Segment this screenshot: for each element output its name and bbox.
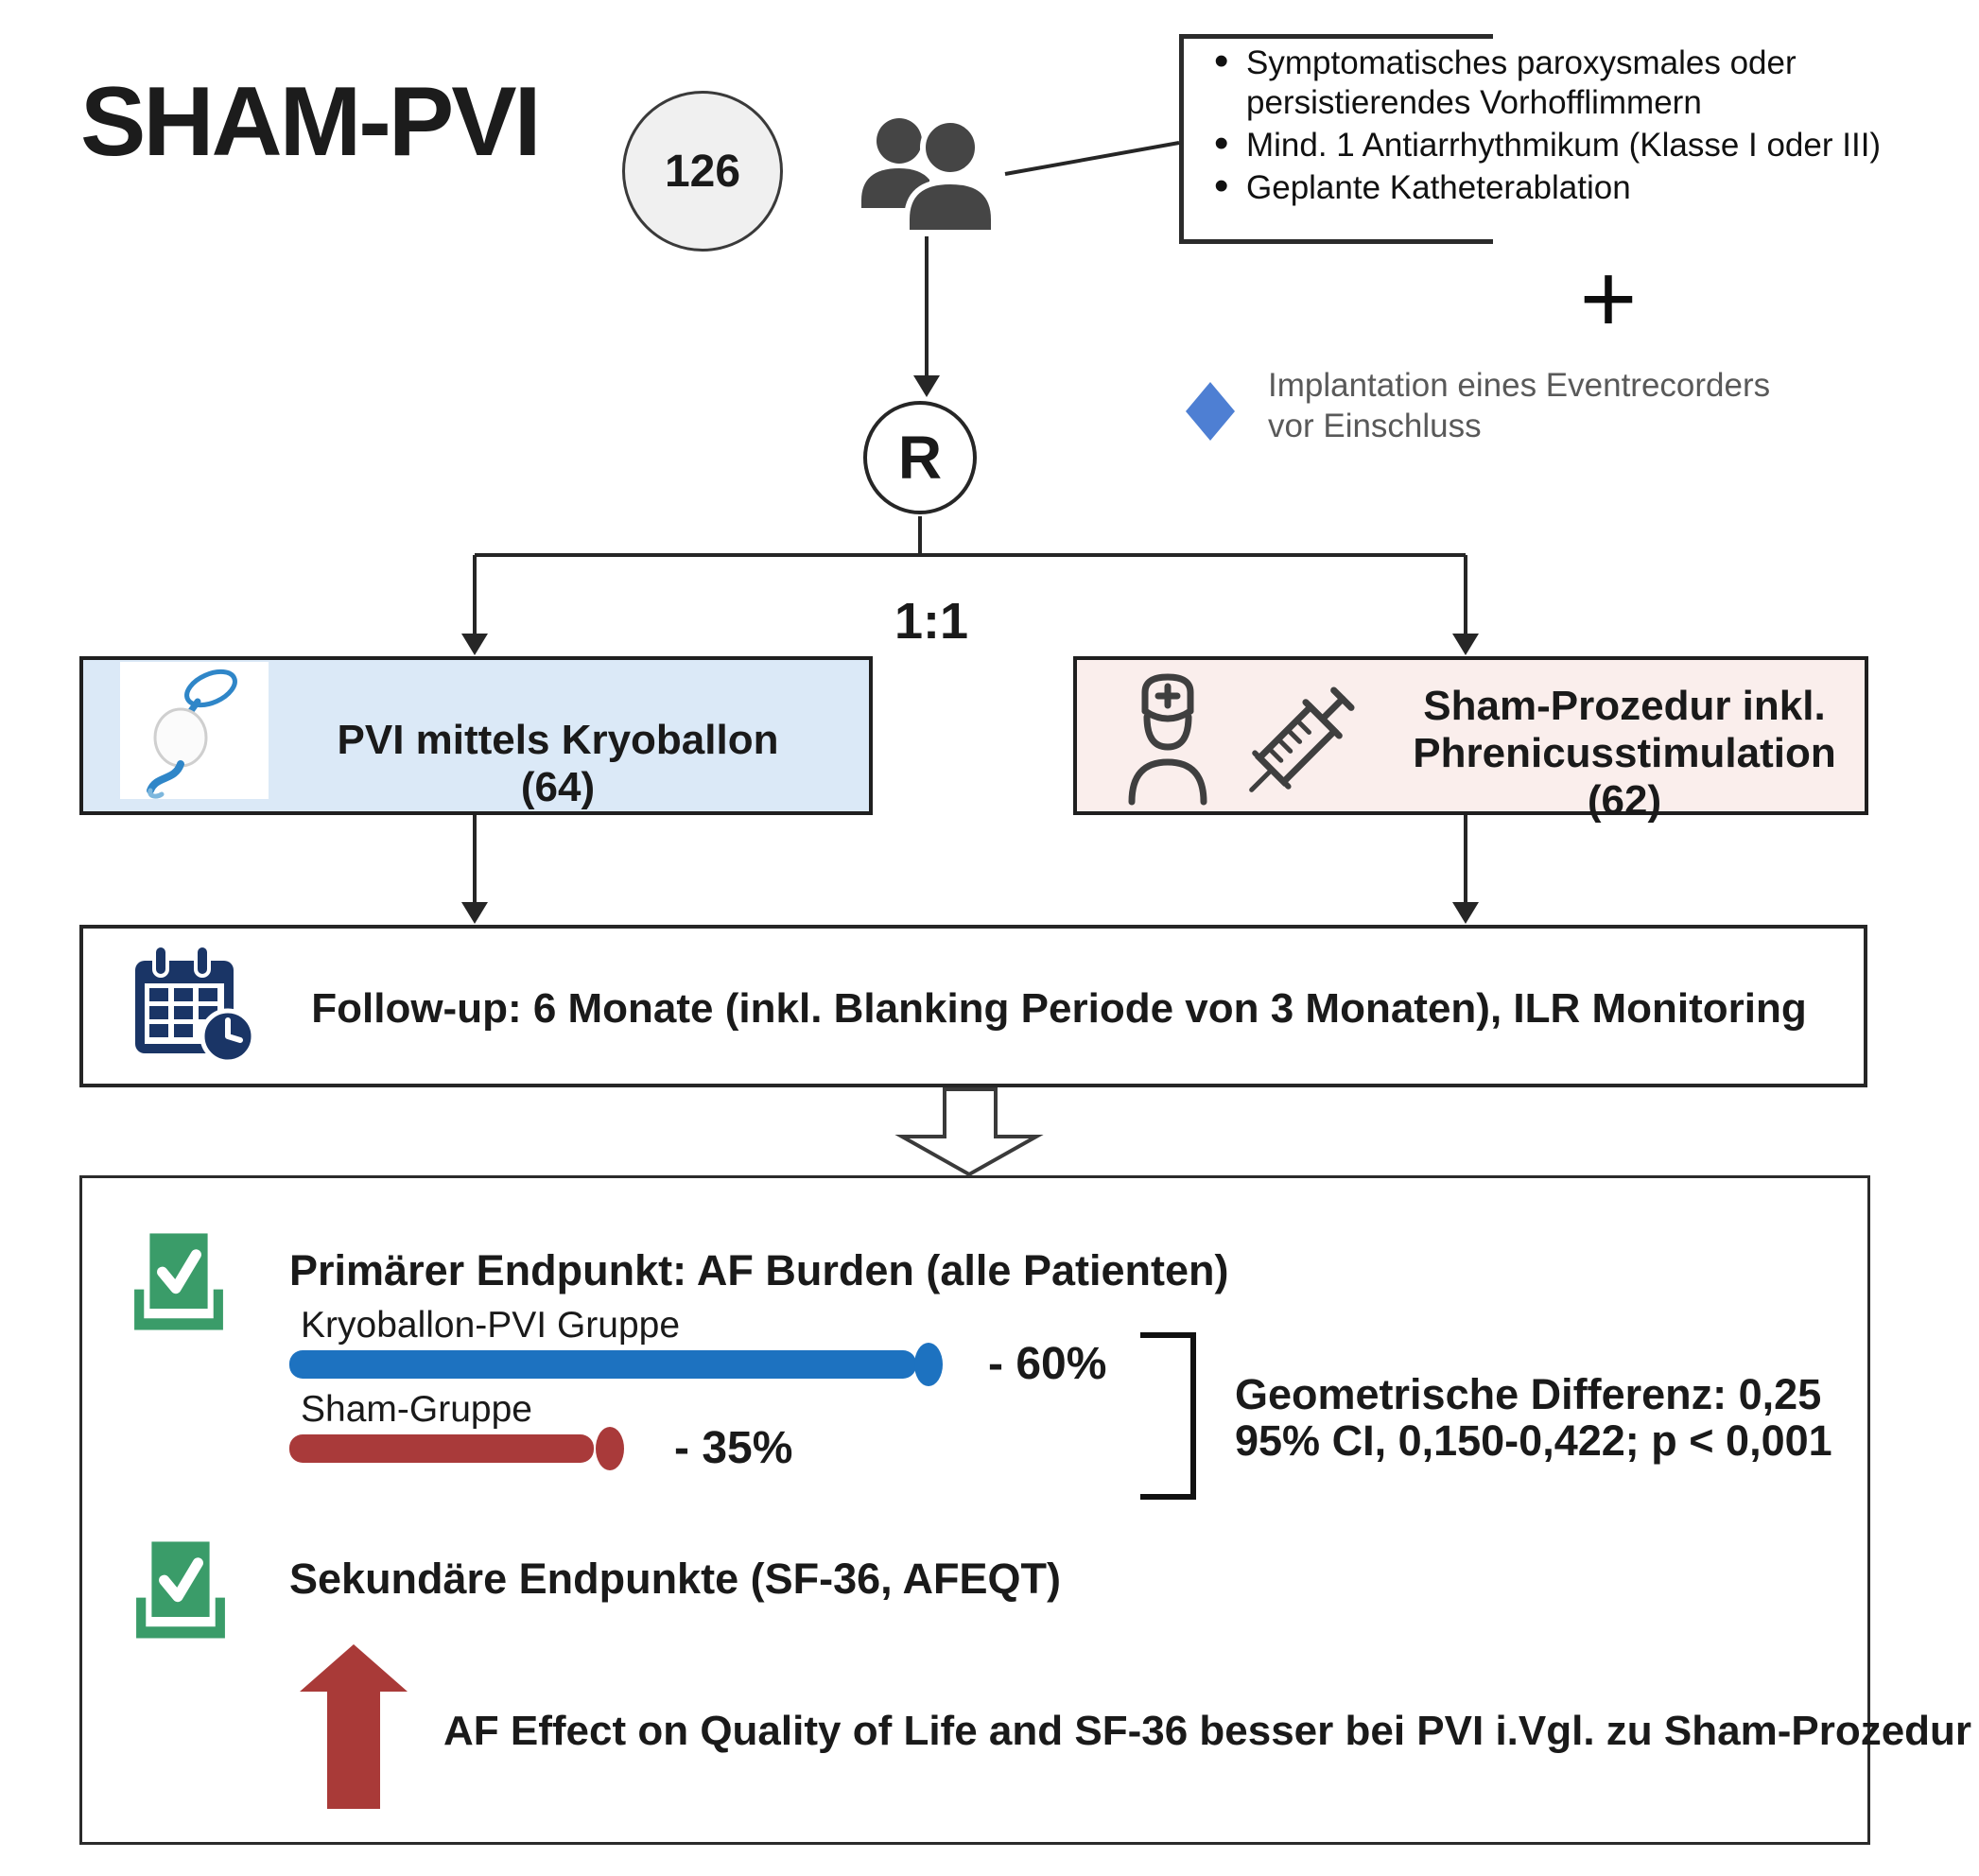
page-title: SHAM-PVI (80, 67, 541, 177)
group-label-sham: Sham-Gruppe (301, 1389, 532, 1430)
cryoballoon-icon (120, 662, 269, 799)
arm-label-sham-line1: Sham-Prozedur inkl. (1423, 683, 1826, 729)
stat-line1: Geometrische Differenz: 0,25 (1235, 1370, 1822, 1418)
followup-text: Follow-up: 6 Monate (inkl. Blanking Peri… (311, 985, 1807, 1032)
value-kryoballon: - 60% (988, 1339, 1107, 1389)
bar-kryoballon (289, 1350, 916, 1379)
bar-sham (289, 1434, 594, 1463)
secondary-endpoint-heading: Sekundäre Endpunkte (SF-36, AFEQT) (289, 1555, 1061, 1603)
criteria-item: Mind. 1 Antiarrhythmikum (Klasse I oder … (1212, 124, 1969, 165)
event-recorder-note: Implantation eines Eventrecorders vor Ei… (1268, 367, 1771, 444)
primary-endpoint-heading: Primärer Endpunkt: AF Burden (alle Patie… (289, 1246, 1229, 1294)
enrollment-count-circle: 126 (622, 91, 783, 252)
secondary-result-text: AF Effect on Quality of Life and SF-36 b… (443, 1708, 1972, 1754)
plus-sign: + (1579, 243, 1638, 354)
primary-statistics: Geometrische Differenz: 0,25 95% CI, 0,1… (1235, 1371, 1916, 1464)
group-label-kryoballon: Kryoballon-PVI Gruppe (301, 1305, 681, 1346)
inclusion-criteria-list: Symptomatisches paroxysmales oder persis… (1212, 42, 1969, 211)
criteria-box-border-left (1179, 34, 1184, 244)
hollow-down-arrow (894, 1087, 1044, 1177)
patients-icon (854, 110, 1007, 235)
nurse-icon (1120, 668, 1215, 808)
randomization-circle: R (863, 401, 977, 514)
criteria-item: Geplante Katheterablation (1212, 166, 1969, 208)
stat-line2: 95% CI, 0,150-0,422; p < 0,001 (1235, 1416, 1832, 1465)
ballot-check-icon (130, 1232, 227, 1336)
followup-box (79, 925, 1867, 1087)
bar-kryoballon-endcap (914, 1343, 943, 1386)
up-arrow-icon (300, 1644, 408, 1809)
diamond-icon (1186, 382, 1235, 441)
randomization-ratio: 1:1 (894, 593, 969, 650)
arm-label-sham-line2: Phrenicusstimulation (62) (1413, 730, 1836, 824)
syringe-icon (1225, 669, 1377, 811)
criteria-box-border-top (1179, 34, 1493, 39)
arm-label-pvi: PVI mittels Kryoballon (64) (337, 717, 779, 810)
ballot-check-icon (132, 1540, 229, 1644)
value-sham: - 35% (674, 1423, 793, 1473)
calendar-clock-icon (128, 944, 262, 1068)
criteria-box-border-bottom (1179, 239, 1493, 244)
randomization-symbol: R (897, 424, 943, 492)
arm-label-sham: Sham-Prozedur inkl. Phrenicusstimulation… (1390, 683, 1859, 825)
criteria-item: Symptomatisches paroxysmales oder persis… (1212, 42, 1969, 123)
enrollment-count: 126 (664, 146, 741, 197)
bar-sham-endcap (596, 1427, 624, 1470)
